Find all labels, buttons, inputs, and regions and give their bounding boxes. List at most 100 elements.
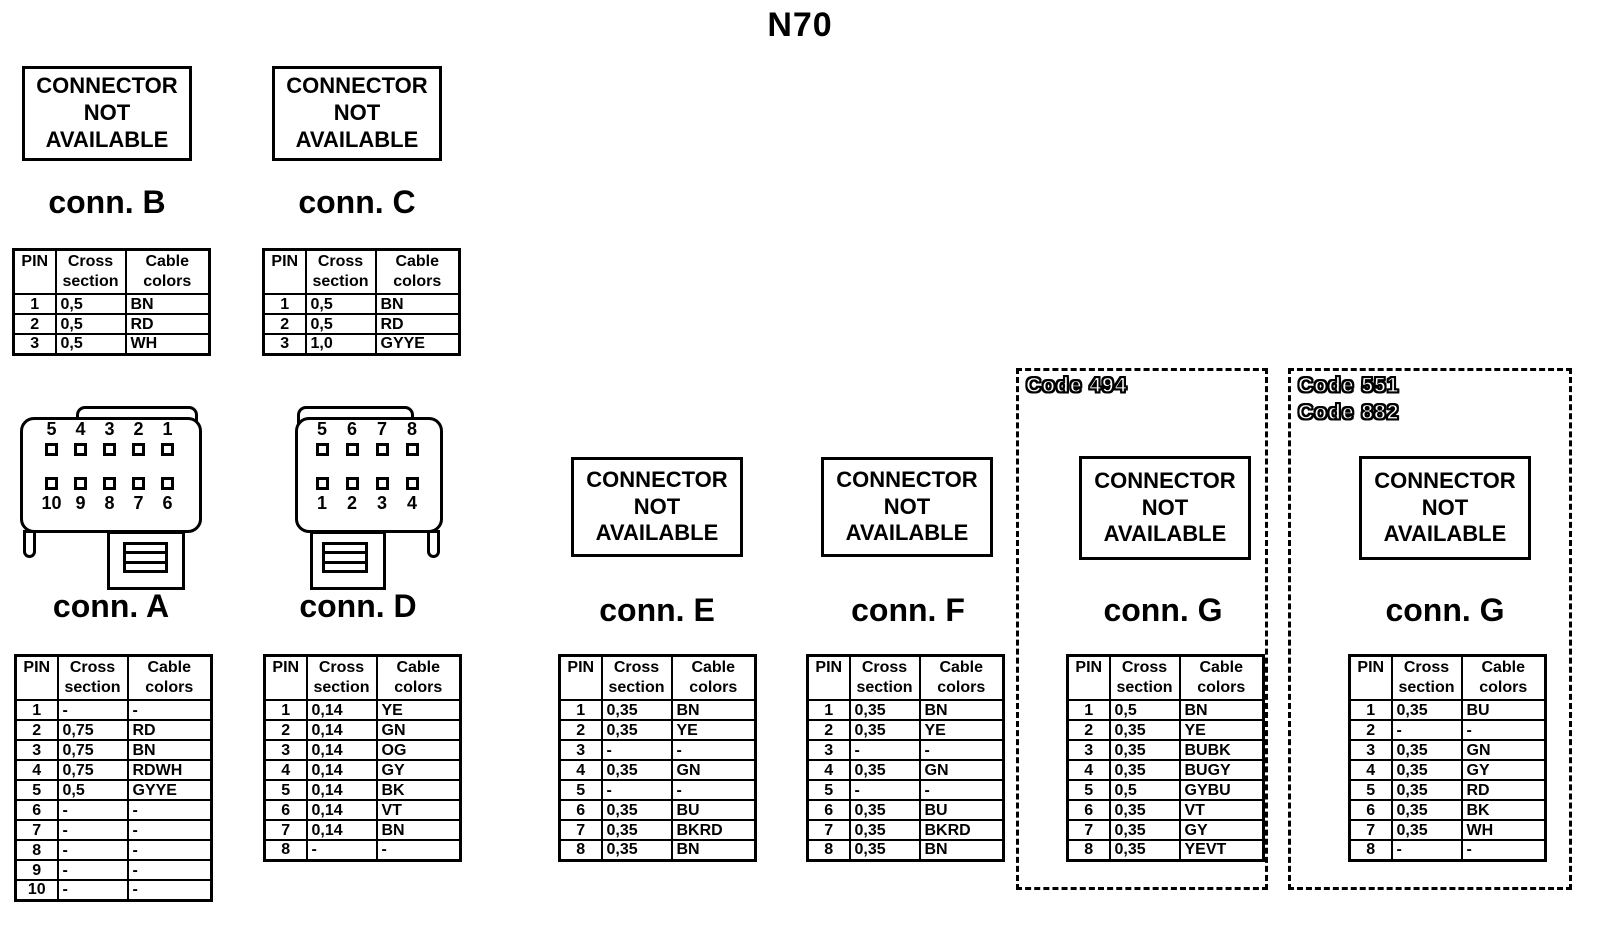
- pin-square: [95, 476, 124, 490]
- cross-section-cell: 0,35: [600, 699, 673, 721]
- cross-section-cell: 0,35: [600, 839, 673, 861]
- cross-section-cell: 0,35: [848, 839, 921, 861]
- cross-section-cell: -: [848, 779, 921, 801]
- connector-d-pin-numbers-top: 5 6 7 8: [307, 419, 427, 439]
- cross-section-cell: 0,5: [304, 293, 377, 315]
- cross-section-cell: 0,35: [848, 759, 921, 781]
- pin-row: 6--: [14, 799, 213, 821]
- conn-c-not-available-box: CONNECTOR NOT AVAILABLE: [272, 66, 442, 161]
- cable-colors-column-header: Cable colors: [375, 654, 462, 701]
- pin-number-cell: 3: [558, 739, 603, 761]
- pin-number-label: 7: [133, 492, 144, 513]
- pin-number-cell: 8: [1066, 839, 1111, 861]
- cable-color-cell: GN: [375, 719, 462, 741]
- pin-number-cell: 3: [12, 333, 57, 355]
- pin-row: 8--: [14, 839, 213, 861]
- cable-color-cell: BN: [918, 699, 1005, 721]
- cable-color-cell: RD: [124, 313, 211, 335]
- connector-d-pin-squares-bottom: [307, 476, 427, 490]
- cross-section-cell: -: [56, 819, 129, 841]
- page-title: N70: [767, 6, 833, 44]
- cable-colors-column-header: Cable colors: [1460, 654, 1547, 701]
- cable-color-cell: BUGY: [1178, 759, 1265, 781]
- cable-color-cell: OG: [375, 739, 462, 761]
- conn-g2-not-available-box: CONNECTOR NOT AVAILABLE: [1359, 456, 1531, 560]
- connector-a-pin-numbers-top: 5 4 3 2 1: [37, 419, 182, 439]
- pin-row: 5--: [558, 779, 757, 801]
- cable-color-cell: BU: [670, 799, 757, 821]
- not-available-text: CONNECTOR NOT AVAILABLE: [836, 466, 978, 546]
- cross-section-cell: -: [56, 839, 129, 861]
- cable-color-cell: BU: [918, 799, 1005, 821]
- pin-number-cell: 2: [806, 719, 851, 741]
- pin-number-cell: 5: [1066, 779, 1111, 801]
- pin-square: [307, 476, 337, 490]
- cable-color-cell: YE: [918, 719, 1005, 741]
- cable-color-cell: RD: [1460, 779, 1547, 801]
- cable-color-cell: GY: [375, 759, 462, 781]
- cable-color-cell: -: [126, 879, 213, 901]
- pin-column-header: PIN: [263, 654, 308, 701]
- cable-color-cell: BN: [375, 819, 462, 841]
- code-label: Code 882: [1297, 400, 1400, 424]
- pin-square: [337, 476, 367, 490]
- cross-section-column-header: Cross section: [56, 654, 129, 701]
- pin-square: [367, 442, 397, 456]
- cable-color-cell: YE: [1178, 719, 1265, 741]
- cable-color-cell: -: [670, 739, 757, 761]
- cable-colors-column-header: Cable colors: [374, 248, 461, 295]
- cable-color-cell: -: [918, 779, 1005, 801]
- pin-number-cell: 1: [263, 699, 308, 721]
- pin-number-cell: 2: [263, 719, 308, 741]
- pin-square: [337, 442, 367, 456]
- pin-number-cell: 4: [1066, 759, 1111, 781]
- connector-d-body: [295, 417, 443, 533]
- cross-section-cell: 0,35: [848, 799, 921, 821]
- pin-number-cell: 8: [806, 839, 851, 861]
- cross-section-cell: 0,35: [848, 819, 921, 841]
- pin-number-cell: 4: [1348, 759, 1393, 781]
- cross-section-cell: -: [600, 779, 673, 801]
- cross-section-cell: 0,14: [305, 799, 378, 821]
- cross-section-cell: 0,35: [600, 759, 673, 781]
- pin-number-cell: 3: [1348, 739, 1393, 761]
- pin-square: [124, 442, 153, 456]
- pin-row: 2--: [1348, 719, 1547, 741]
- pin-number-cell: 4: [806, 759, 851, 781]
- cross-section-cell: 0,35: [600, 819, 673, 841]
- cable-color-cell: GY: [1460, 759, 1547, 781]
- cross-section-cell: 0,35: [600, 719, 673, 741]
- code-494-box: Code 494: [1016, 368, 1268, 890]
- cable-color-cell: -: [918, 739, 1005, 761]
- not-available-text: CONNECTOR NOT AVAILABLE: [36, 73, 178, 152]
- cable-color-cell: -: [126, 799, 213, 821]
- cross-section-cell: 0,35: [1108, 839, 1181, 861]
- pin-number-cell: 1: [14, 699, 59, 721]
- pin-number-cell: 7: [1066, 819, 1111, 841]
- pin-row: 8--: [263, 839, 462, 861]
- connector-d-side-hook: [427, 530, 440, 558]
- pin-number-cell: 7: [806, 819, 851, 841]
- not-available-text: CONNECTOR NOT AVAILABLE: [286, 73, 428, 152]
- cross-section-cell: 0,75: [56, 759, 129, 781]
- cable-color-cell: WH: [124, 333, 211, 355]
- cross-section-cell: 0,5: [1108, 699, 1181, 721]
- pin-number-cell: 3: [14, 739, 59, 761]
